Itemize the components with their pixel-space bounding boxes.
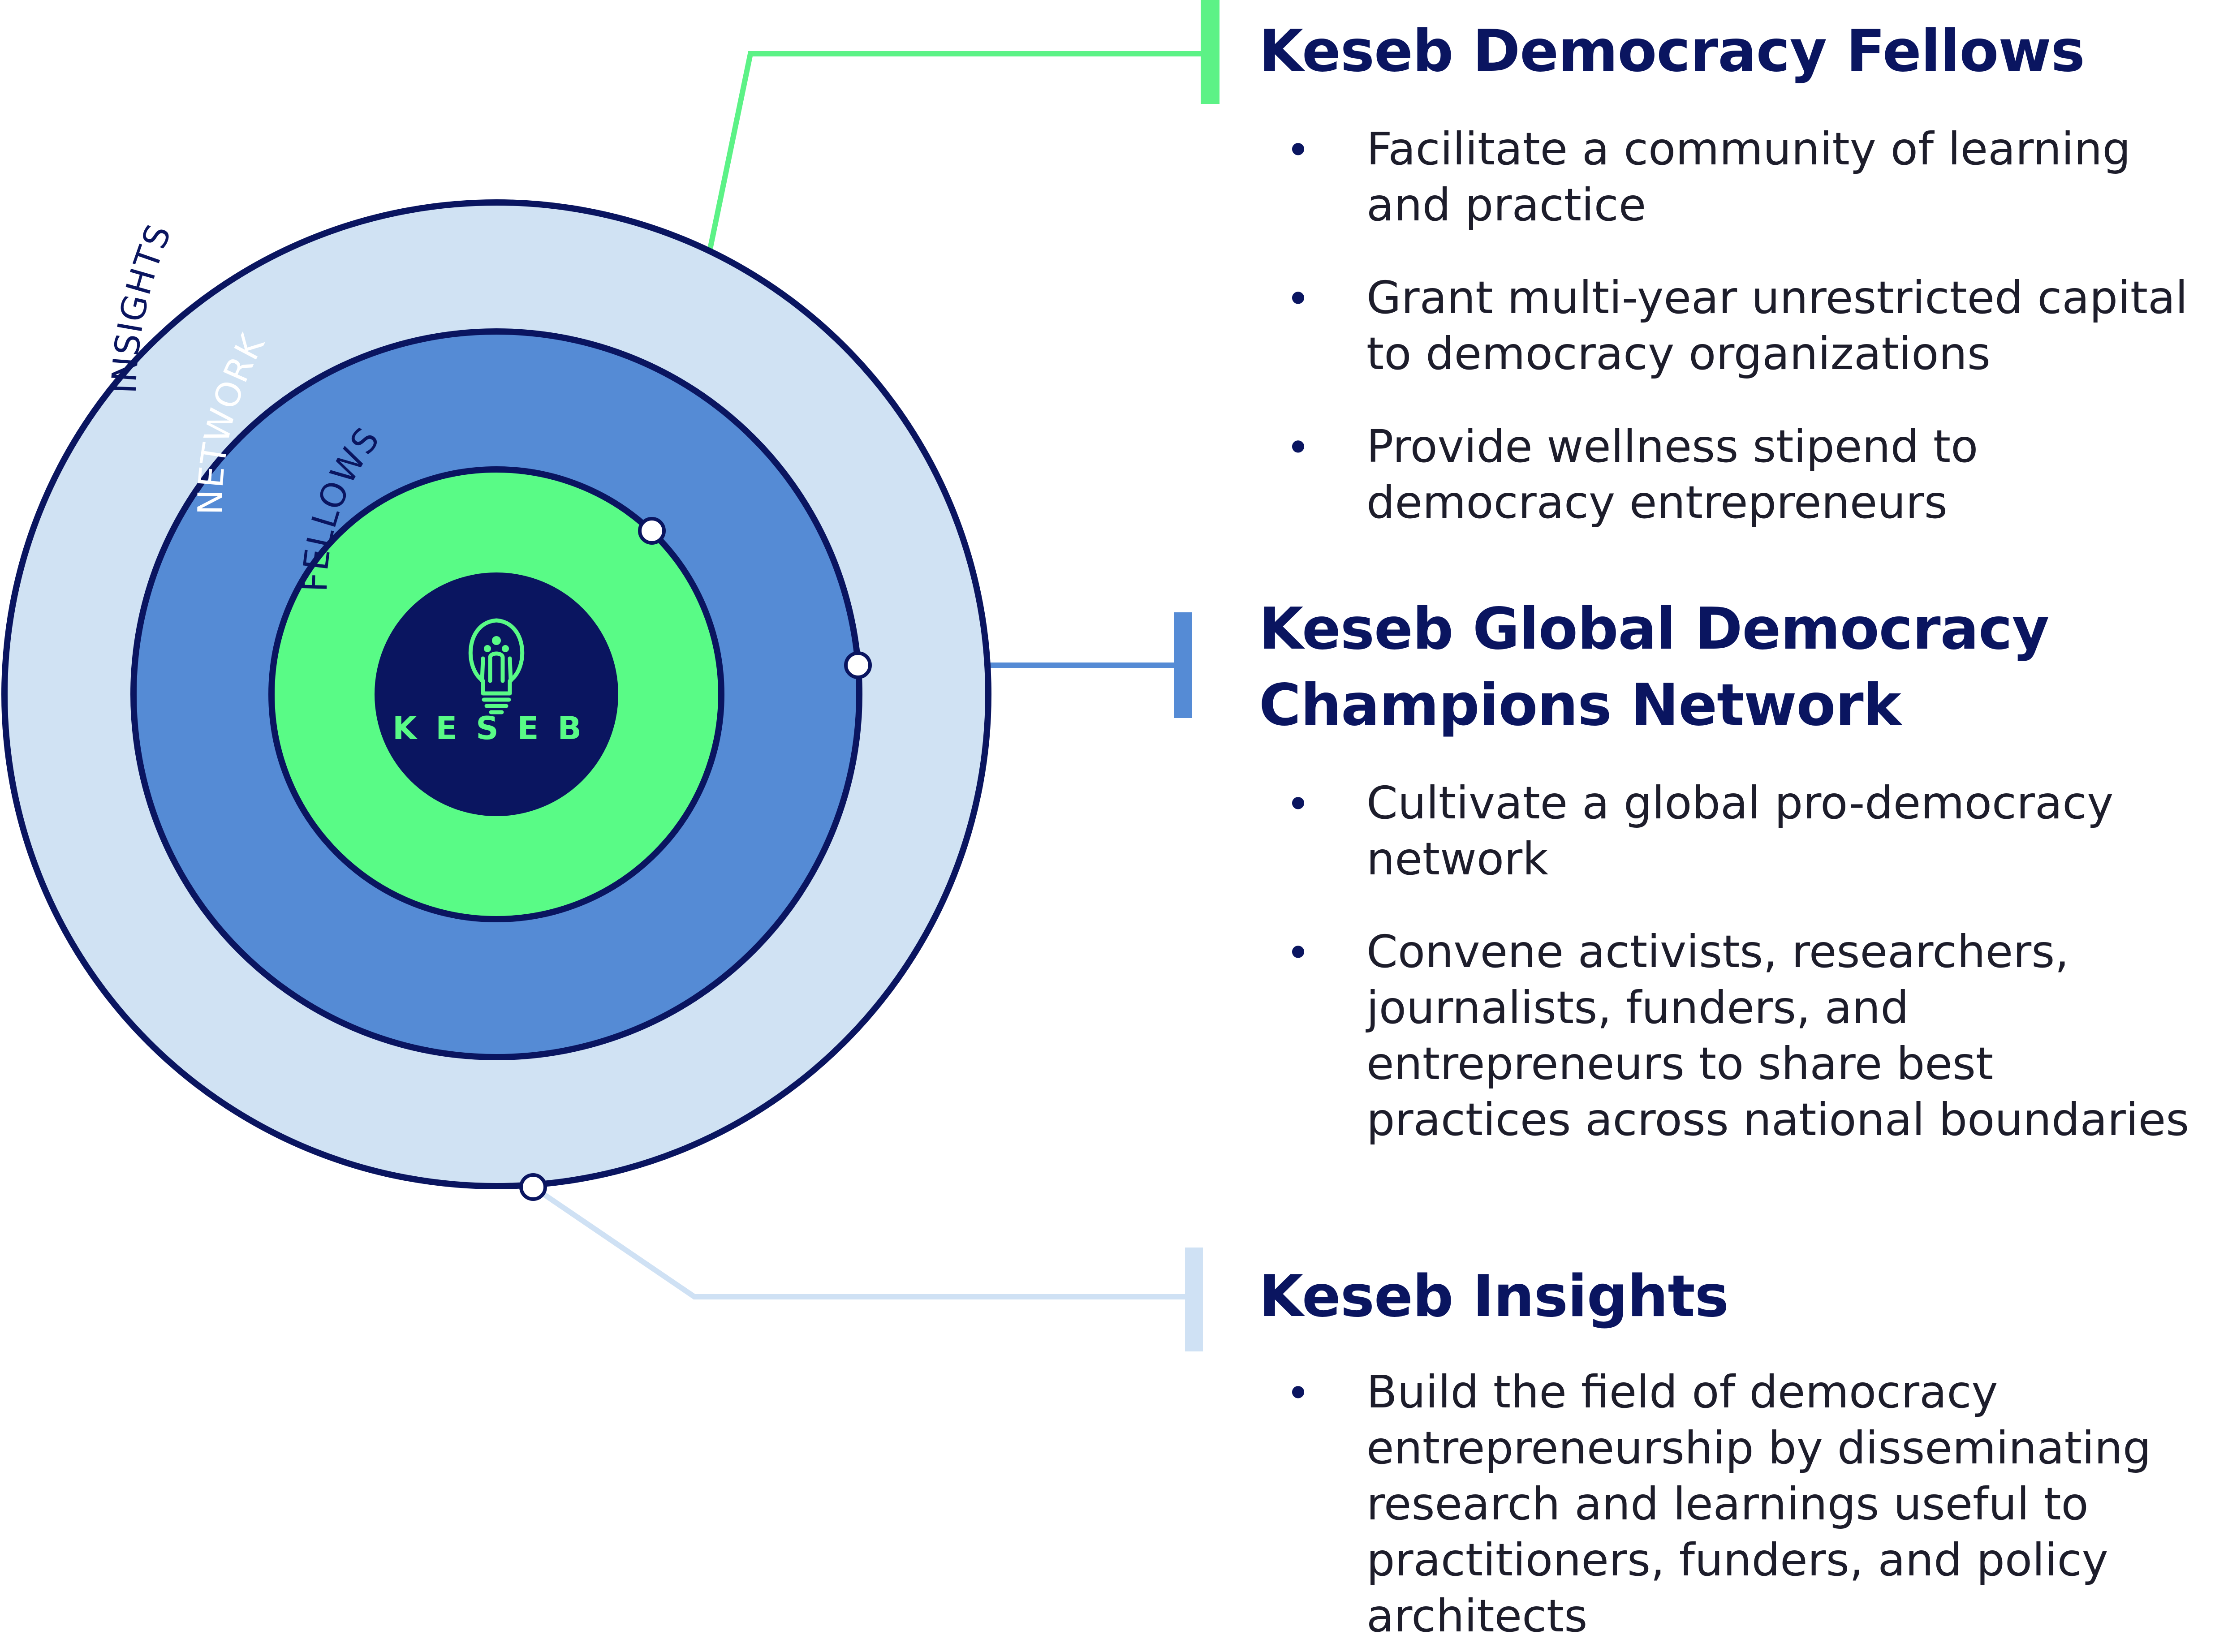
fellows-connector-bar	[1201, 0, 1220, 104]
network-section-title: Keseb Global Democracy Champions Network	[1259, 596, 2049, 739]
list-item: • Build the field of democracy entrepren…	[1290, 1364, 2195, 1644]
bullet-dot-icon: •	[1290, 272, 1306, 323]
list-item: • Cultivate a global pro-democracy netwo…	[1290, 775, 2195, 924]
insights-connector-line	[531, 1185, 1194, 1299]
list-item: • Grant multi-year unrestricted capital …	[1290, 270, 2195, 418]
keseb-wordmark: KESEB	[392, 710, 600, 747]
list-item: • Convene activists, researchers, journa…	[1290, 924, 2195, 1148]
fellows-anchor-dot	[638, 517, 666, 545]
bullet-dot-icon: •	[1290, 926, 1306, 977]
network-bullet-list: • Cultivate a global pro-democracy netwo…	[1290, 775, 2195, 1148]
insights-bullet-list: • Build the field of democracy entrepren…	[1290, 1364, 2195, 1644]
bullet-dot-icon: •	[1290, 421, 1306, 471]
bullet-dot-icon: •	[1290, 124, 1306, 174]
network-connector-bar	[1174, 612, 1192, 718]
fellows-bullet-list: • Facilitate a community of learning and…	[1290, 121, 2195, 530]
list-item: • Provide wellness stipend to democracy …	[1290, 418, 2195, 530]
list-item: • Facilitate a community of learning and…	[1290, 121, 2195, 270]
insights-connector-bar	[1185, 1248, 1203, 1351]
network-anchor-dot	[844, 651, 872, 679]
bullet-dot-icon: •	[1290, 1367, 1306, 1417]
fellows-section-title: Keseb Democracy Fellows	[1259, 18, 2085, 85]
insights-section-title: Keseb Insights	[1259, 1263, 1729, 1330]
lightbulb-people-icon	[468, 618, 525, 714]
insights-anchor-dot	[519, 1173, 547, 1201]
bullet-dot-icon: •	[1290, 778, 1306, 828]
